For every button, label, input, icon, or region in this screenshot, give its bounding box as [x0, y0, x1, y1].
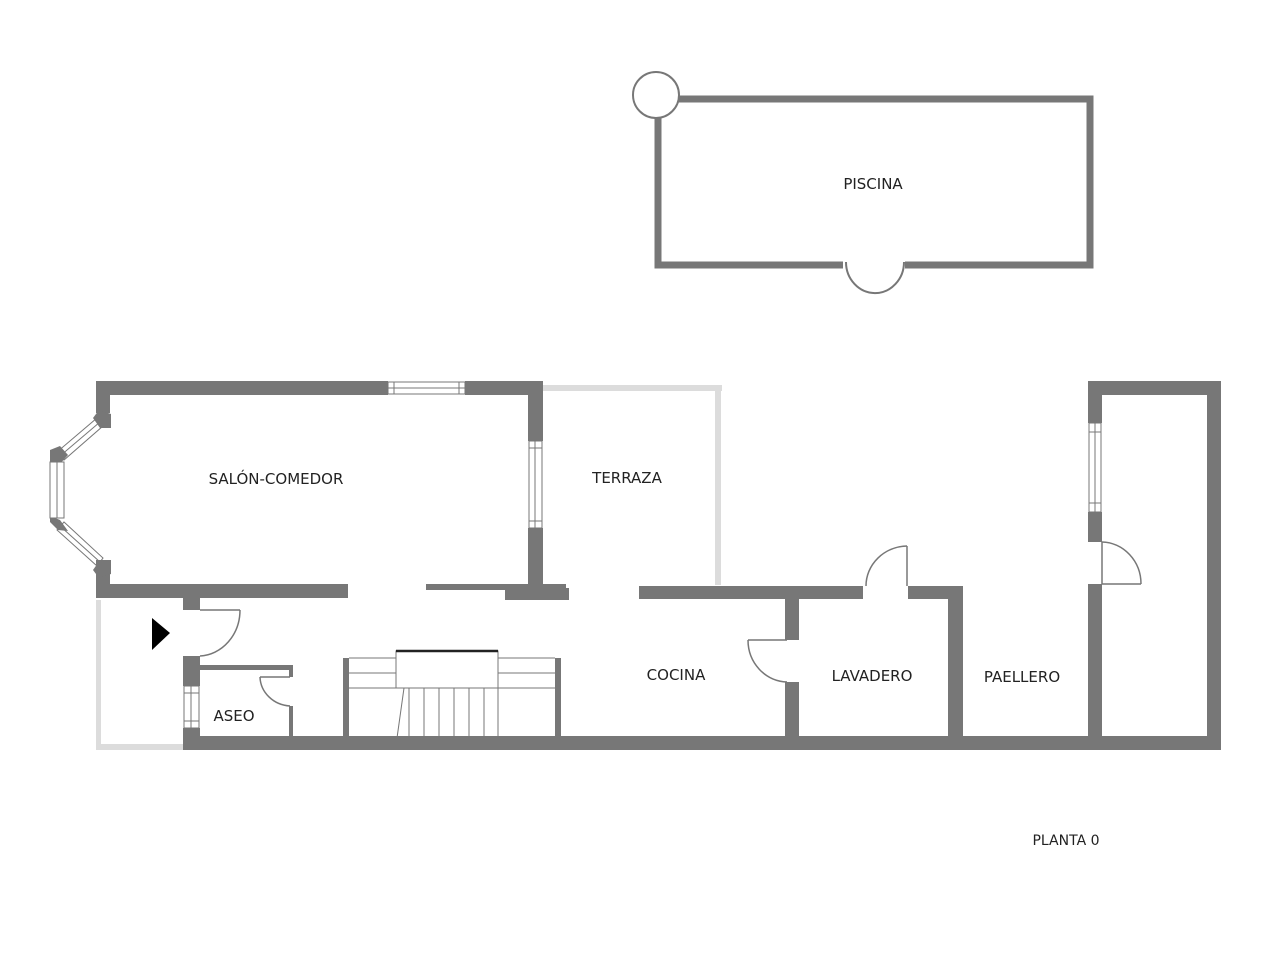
room-label-terraza: TERRAZA	[592, 469, 662, 487]
doors	[199, 541, 1142, 707]
room-label-paellero: PAELLERO	[983, 668, 1061, 686]
walls	[96, 381, 1221, 750]
entry-arrow-icon	[152, 618, 170, 650]
staircase	[349, 649, 555, 739]
room-label-salon-comedor: SALÓN-COMEDOR	[208, 470, 344, 488]
light-walls	[96, 385, 722, 750]
pool	[632, 71, 1094, 295]
room-label-aseo: ASEO	[213, 707, 255, 725]
windows	[183, 381, 1102, 729]
room-label-cocina: COCINA	[646, 666, 706, 684]
plan-title: PLANTA 0	[1032, 833, 1100, 849]
bay-window	[49, 410, 111, 578]
room-label-lavadero: LAVADERO	[831, 667, 913, 685]
room-label-piscina: PISCINA	[843, 175, 903, 193]
